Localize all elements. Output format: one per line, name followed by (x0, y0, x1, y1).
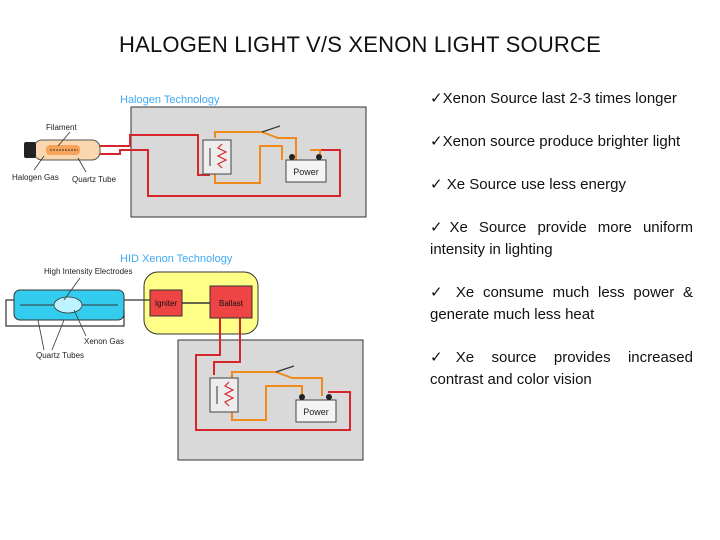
halogen-terminal-neg (289, 154, 295, 160)
halogen-diagram: Halogen Technology Filament Halogen Gas … (12, 94, 367, 218)
halogen-coil (216, 143, 228, 169)
bulb-return-wire (5, 299, 125, 327)
ballast-label: Ballast (219, 299, 244, 308)
lighting-diagram: Halogen Technology Filament Halogen Gas … (5, 94, 367, 461)
halogen-power-box (285, 159, 327, 183)
halogen-wire-orange-2 (214, 145, 283, 184)
halogen-power-label: Power (293, 167, 319, 177)
igniter-label: Igniter (155, 299, 178, 308)
xenon-switch-icon (275, 365, 295, 373)
xenon-wire-orange (231, 371, 323, 396)
halogen-terminal-pos (316, 154, 322, 160)
quartz-tube-label: Quartz Tube (72, 175, 117, 184)
xenon-heading: HID Xenon Technology (120, 253, 233, 265)
xenon-terminal-pos (326, 394, 332, 400)
halogen-heading: Halogen Technology (120, 94, 220, 106)
slide-title: HALOGEN LIGHT V/S XENON LIGHT SOURCE (119, 32, 601, 57)
comparison-bullet-list: ✓Xenon Source last 2-3 times longer ✓Xen… (430, 88, 693, 412)
bullet-item: ✓Xe Source provide more uniform intensit… (430, 219, 693, 258)
xenon-power-label: Power (303, 407, 329, 417)
halogen-wire-red (100, 134, 210, 176)
xenon-bulb-icon (13, 289, 125, 321)
halogen-panel (130, 106, 367, 218)
filament-label: Filament (46, 123, 77, 132)
halogen-switch-icon (261, 125, 281, 133)
xenon-relay-icon (209, 377, 239, 413)
halogen-bulb-icon (24, 139, 101, 161)
bullet-item: ✓ Xe Source use less energy (430, 176, 627, 193)
halogen-relay-icon (202, 139, 232, 175)
halogen-wire-red-return (100, 149, 341, 197)
quartz-pointer-1 (37, 319, 45, 351)
xenon-power-box (295, 399, 337, 423)
quartz-tubes-label: Quartz Tubes (36, 351, 84, 360)
bullet-item: ✓ Xe consume much less power & generate … (430, 284, 693, 323)
filament-pointer (57, 131, 71, 147)
xenon-terminal-neg (299, 394, 305, 400)
ballast-box (209, 285, 253, 319)
xenon-wire-orange-2 (231, 385, 303, 421)
xenon-wire-red-2 (213, 318, 241, 375)
halogen-wire-orange (214, 131, 297, 160)
tube-pointer (77, 157, 87, 173)
electrodes-pointer (63, 277, 81, 301)
xenon-coil (223, 381, 235, 407)
xenon-gas-label: Xenon Gas (84, 337, 124, 346)
xenon-diagram: HID Xenon Technology Igniter Ballast Hig… (5, 253, 364, 461)
bullet-item: ✓Xenon source produce brighter light (430, 133, 681, 150)
gas-pointer (33, 155, 45, 171)
halogen-gas-label: Halogen Gas (12, 173, 59, 182)
xenon-gas-pointer (73, 309, 87, 337)
quartz-pointer-2 (51, 319, 65, 351)
bullet-item: ✓Xenon Source last 2-3 times longer (430, 90, 677, 107)
electrodes-label: High Intensity Electrodes (44, 267, 133, 276)
igniter-box (149, 289, 183, 317)
xenon-wire-red (195, 318, 351, 431)
bullet-item: ✓Xe source provides increased contrast a… (430, 349, 693, 388)
